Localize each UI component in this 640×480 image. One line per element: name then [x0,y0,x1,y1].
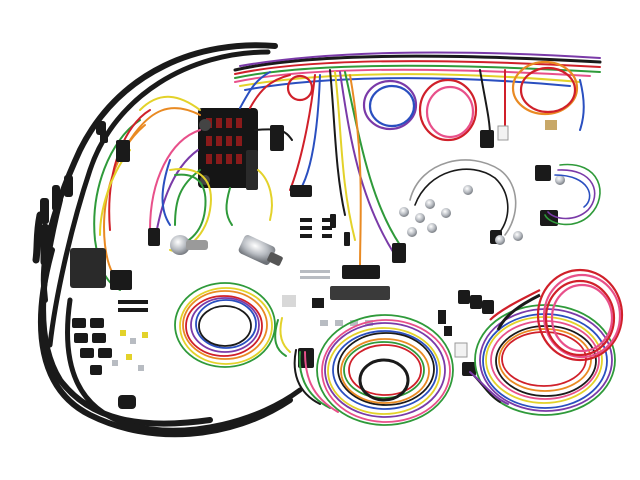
coil-center [316,314,454,426]
spark-plug-boots [40,121,136,409]
bulb-sockets [399,175,565,245]
fuse-block [198,108,258,190]
top-right-loops [286,60,579,142]
loose-terminals [72,300,148,375]
black-connectors [70,125,558,376]
coil-left [174,282,276,368]
main-harness-trunk [233,51,602,91]
small-terminals [282,120,557,358]
coil-feed-wires [274,317,509,413]
headlight-switch [170,235,208,255]
black-cable-bundle [32,42,303,438]
socket-pigtails [409,159,601,236]
coil-far-right [489,268,624,362]
chrome-sender [238,235,283,266]
coil-right [474,304,616,416]
